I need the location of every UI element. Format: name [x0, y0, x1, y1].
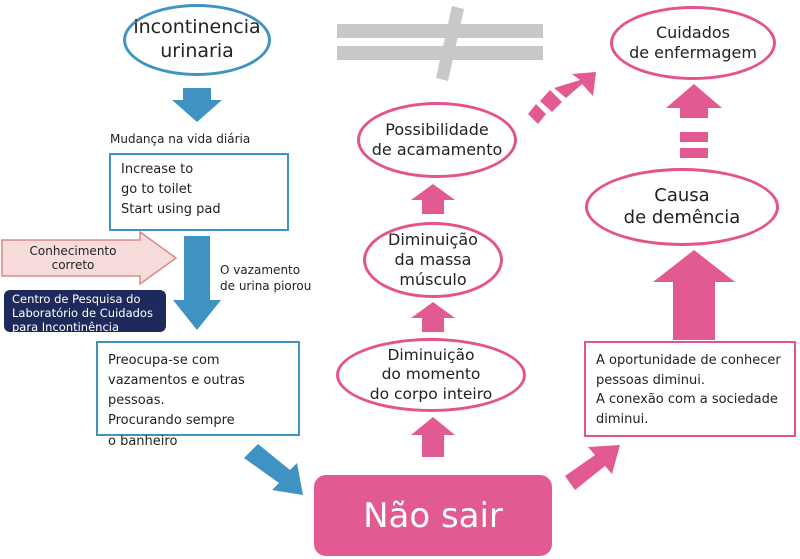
life-change-box: Increase to go to toilet Start using pad — [109, 153, 289, 231]
bedridden-label: Possibilidade de acamamento — [371, 120, 503, 159]
dementia-ellipse: Causa de demência — [585, 168, 779, 246]
body-motion-ellipse: Diminuição do momento do corpo inteiro — [336, 338, 526, 412]
hint-arrow — [1, 230, 178, 286]
incontinence-ellipse: incontinencia urinaria — [123, 4, 271, 76]
arrow-down-1 — [172, 88, 222, 122]
leak-worse-label: O vazamento de urina piorou — [220, 263, 312, 294]
muscle-label: Diminuição da massa músculo — [388, 230, 478, 289]
dementia-label: Causa de demência — [623, 184, 741, 229]
arrow-down-2 — [173, 236, 221, 330]
arrow-up-muscle-to-bed — [411, 184, 455, 214]
nursing-care-ellipse: Cuidados de enfermagem — [610, 6, 776, 80]
arrow-diagonal-pink — [565, 445, 620, 490]
nursing-care-label: Cuidados de enfermagem — [629, 23, 757, 62]
body-motion-label: Diminuição do momento do corpo inteiro — [369, 345, 493, 403]
arrow-dashed-bed-to-nursing — [528, 72, 596, 124]
bedridden-ellipse: Possibilidade de acamamento — [357, 102, 517, 178]
muscle-ellipse: Diminuição da massa músculo — [363, 222, 503, 298]
life-change-label: Mudança na vida diária — [110, 132, 251, 146]
knowledge-label: Conhecimento correto — [29, 244, 117, 273]
incontinence-label: incontinencia urinaria — [133, 16, 261, 62]
arrow-up-social-to-dementia — [653, 250, 735, 340]
worry-box: Preocupa-se com vazamentos e outras pess… — [96, 341, 300, 449]
arrow-up-motion-to-muscle — [411, 302, 455, 332]
not-equal-icon — [337, 6, 543, 81]
arrow-up-main-to-motion — [411, 417, 455, 457]
main-box: Não sair — [314, 475, 552, 556]
social-box: A oportunidade de conhecer pessoas dimin… — [584, 341, 796, 437]
main-label: Não sair — [363, 495, 503, 536]
arrow-dashed-dementia-to-nursing — [666, 84, 722, 158]
research-center-box: Centro de Pesquisa do Laboratório de Cui… — [4, 290, 166, 333]
arrow-diagonal-blue — [244, 444, 303, 495]
